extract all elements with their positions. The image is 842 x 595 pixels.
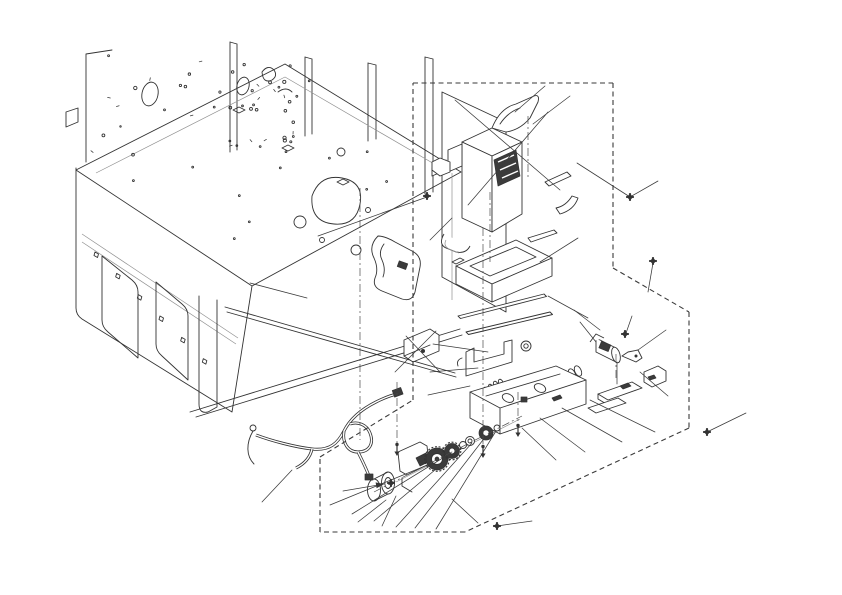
exploded-assembly	[247, 91, 667, 502]
connector	[364, 473, 374, 481]
lower-frame-unit	[469, 365, 587, 435]
fastener-markers	[386, 191, 712, 531]
right-plates	[587, 365, 667, 414]
top-arm	[491, 95, 539, 133]
connector	[391, 387, 404, 398]
assembly-center-lines	[359, 116, 617, 493]
callout-leader-lines	[249, 85, 747, 530]
roller-dark	[493, 149, 521, 187]
solenoid-unit	[589, 333, 643, 364]
chassis-frame	[65, 41, 521, 418]
exploded-view-boundary	[319, 82, 690, 533]
upper-bracket-unit	[431, 95, 579, 256]
gear-clutch-train	[367, 418, 521, 502]
wire-harness	[247, 387, 404, 481]
backing-plate	[441, 91, 507, 313]
chassis-hole-speckles	[90, 54, 388, 365]
guide-tray-unit	[441, 233, 553, 377]
